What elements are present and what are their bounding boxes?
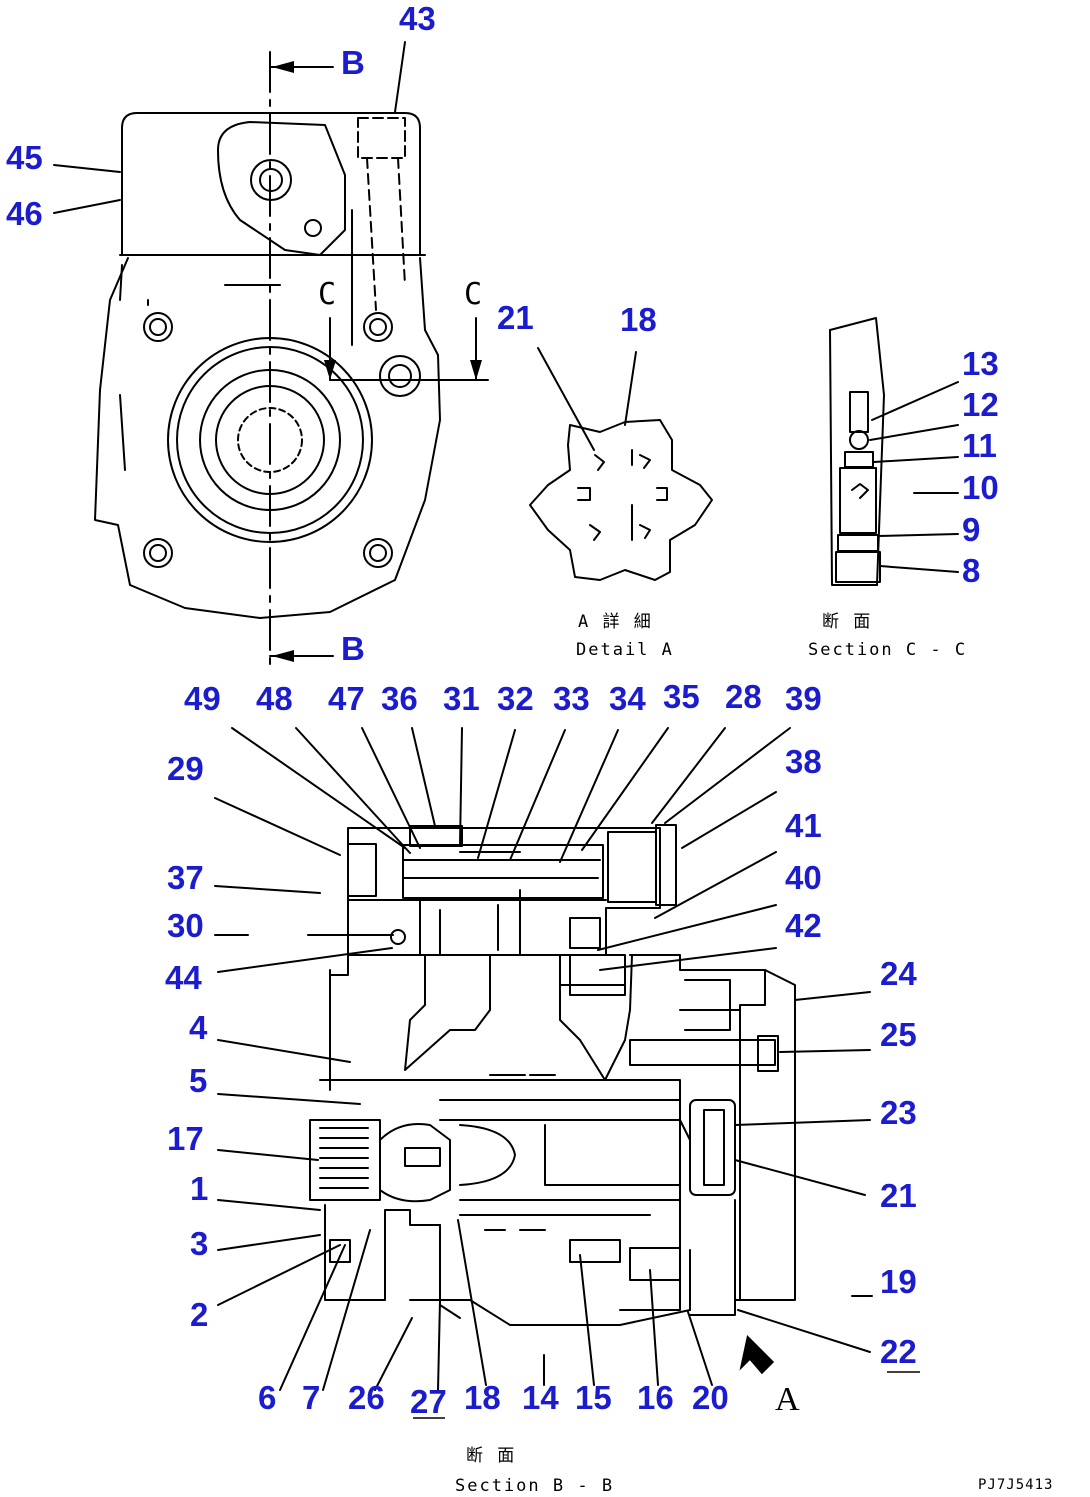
callout-22: 22 — [880, 1333, 917, 1370]
callout-45: 45 — [6, 139, 43, 176]
section-bb-caption-jp: 断 面 — [466, 1446, 517, 1466]
section-cc — [829, 317, 885, 586]
section-b-bottom-label: B — [341, 630, 365, 667]
section-cc-caption-jp: 断 面 — [822, 612, 873, 632]
callout-33: 33 — [553, 680, 590, 717]
callout-11: 11 — [962, 427, 997, 464]
callout-39: 39 — [785, 680, 822, 717]
callout-41: 41 — [785, 807, 822, 844]
detail-a-caption-jp: A 詳 細 — [578, 612, 653, 632]
view-a-arrow — [739, 1334, 775, 1375]
callout-1: 1 — [190, 1170, 209, 1207]
callout-4: 4 — [189, 1009, 208, 1046]
callout-36: 36 — [381, 680, 418, 717]
callout-17: 17 — [167, 1120, 204, 1157]
section-bb — [309, 824, 796, 1326]
callout-15: 15 — [575, 1379, 612, 1416]
top-view-housing — [94, 112, 441, 619]
view-a-label: A — [775, 1381, 800, 1418]
section-bb-caption-en: Section B - B — [455, 1476, 615, 1496]
section-cc-caption-en: Section C - C — [808, 640, 968, 660]
callout-32: 32 — [497, 680, 534, 717]
section-b-top-label: B — [341, 44, 365, 81]
callout-9: 9 — [962, 511, 981, 548]
callout-5: 5 — [189, 1062, 208, 1099]
callout-28: 28 — [725, 678, 762, 715]
callout-46: 46 — [6, 195, 43, 232]
callout-18: 18 — [464, 1379, 501, 1416]
detail-a-rotor — [529, 419, 713, 581]
callout-38: 38 — [785, 743, 822, 780]
callout-7: 7 — [302, 1379, 321, 1416]
section-line-b — [269, 51, 334, 666]
callout-25: 25 — [880, 1016, 917, 1053]
section-c-right-label: C — [464, 277, 485, 312]
callout-43: 43 — [399, 0, 436, 37]
callout-29: 29 — [167, 750, 204, 787]
section-c-left-label: C — [318, 277, 339, 312]
callout-37: 37 — [167, 859, 204, 896]
callout-49: 49 — [184, 680, 221, 717]
callout-19: 19 — [880, 1263, 917, 1300]
callout-12: 12 — [962, 386, 999, 423]
callout-26: 26 — [348, 1379, 385, 1416]
callout-30: 30 — [167, 907, 204, 944]
callout-3: 3 — [190, 1225, 209, 1262]
detail-a-caption-en: Detail A — [576, 640, 674, 660]
callout-40: 40 — [785, 859, 822, 896]
callout-10: 10 — [962, 469, 999, 506]
callout-44: 44 — [165, 959, 202, 996]
callout-24: 24 — [880, 955, 917, 992]
callout-27: 27 — [410, 1383, 447, 1420]
callout-8: 8 — [962, 552, 981, 589]
callout-14: 14 — [522, 1379, 559, 1416]
callout-16: 16 — [637, 1379, 674, 1416]
callout-6: 6 — [258, 1379, 277, 1416]
callout-47: 47 — [328, 680, 365, 717]
callout-48: 48 — [256, 680, 293, 717]
callout-31: 31 — [443, 680, 480, 717]
callout-18-detail: 18 — [620, 301, 657, 338]
figure-code: PJ7J5413 — [978, 1477, 1054, 1493]
callout-20: 20 — [692, 1379, 729, 1416]
callout-2: 2 — [190, 1296, 209, 1333]
callout-35: 35 — [663, 678, 700, 715]
callout-23: 23 — [880, 1094, 917, 1131]
callout-13: 13 — [962, 345, 999, 382]
callout-42: 42 — [785, 907, 822, 944]
callout-21: 21 — [880, 1177, 917, 1214]
callout-34: 34 — [609, 680, 646, 717]
callout-21-detail: 21 — [497, 299, 534, 336]
